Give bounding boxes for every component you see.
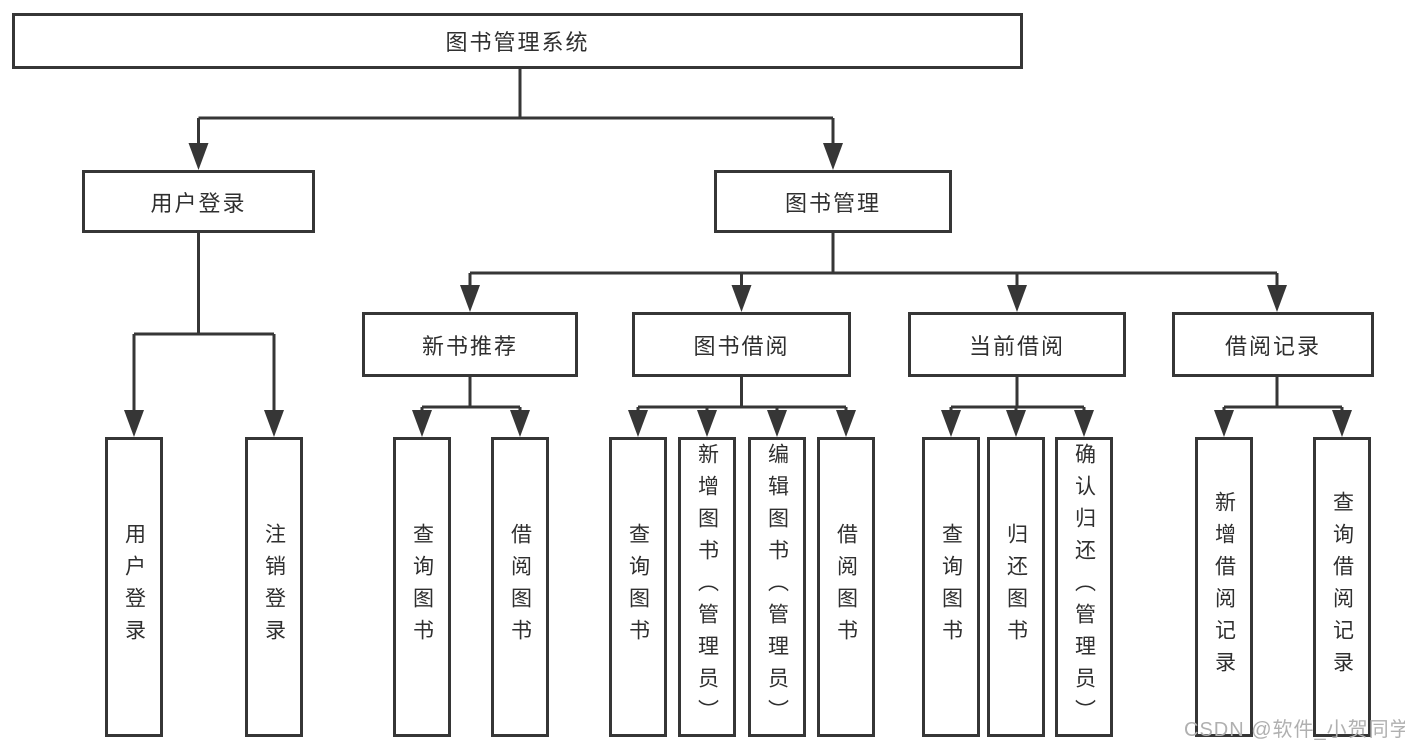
node-new-book-recommend: 新书推荐	[362, 312, 578, 377]
node-current-borrow: 当前借阅	[908, 312, 1126, 377]
node-label: 借阅图书	[834, 523, 858, 651]
node-label: 图书借阅	[693, 333, 790, 359]
node-label: 当前借阅	[968, 333, 1065, 359]
node-leaf-return-book: 归还图书	[987, 437, 1045, 737]
node-label: 归还图书	[1004, 523, 1028, 651]
node-leaf-query-borrow-record: 查询借阅记录	[1313, 437, 1371, 737]
node-leaf-query-book: 查询图书	[609, 437, 667, 737]
node-leaf-borrow-book: 借阅图书	[817, 437, 875, 737]
node-book-management: 图书管理	[714, 170, 952, 233]
node-user-login: 用户登录	[82, 170, 315, 233]
node-leaf-query-book-recommend: 查询图书	[393, 437, 451, 737]
node-label: 新书推荐	[421, 333, 518, 359]
node-label: 图书管理	[784, 190, 881, 216]
node-label: 用户登录	[122, 523, 146, 651]
node-label: 查询图书	[626, 523, 650, 651]
node-label: 借阅图书	[508, 523, 532, 651]
node-label: 新增借阅记录	[1212, 491, 1236, 683]
node-label: 用户登录	[150, 190, 247, 216]
node-label: 借阅记录	[1224, 333, 1321, 359]
node-borrow-record: 借阅记录	[1172, 312, 1374, 377]
node-leaf-logout: 注销登录	[245, 437, 303, 737]
node-book-borrow: 图书借阅	[632, 312, 851, 377]
node-leaf-confirm-return-admin: 确认归还（管理员）	[1055, 437, 1113, 737]
node-label: 查询图书	[410, 523, 434, 651]
node-label: 查询借阅记录	[1330, 491, 1354, 683]
node-leaf-add-book-admin: 新增图书（管理员）	[678, 437, 736, 737]
node-leaf-user-login: 用户登录	[105, 437, 163, 737]
node-leaf-edit-book-admin: 编辑图书（管理员）	[748, 437, 806, 737]
node-label: 编辑图书（管理员）	[765, 443, 789, 731]
node-leaf-query-current: 查询图书	[922, 437, 980, 737]
node-label: 图书管理系统	[445, 30, 590, 55]
node-leaf-borrow-book-recommend: 借阅图书	[491, 437, 549, 737]
node-label: 确认归还（管理员）	[1072, 443, 1096, 731]
node-label: 查询图书	[939, 523, 963, 651]
node-library-system: 图书管理系统	[12, 13, 1023, 69]
node-label: 新增图书（管理员）	[695, 443, 719, 731]
arrowheads	[124, 143, 1352, 437]
watermark: CSDN @软件_小贺同学	[1184, 719, 1405, 741]
node-leaf-add-borrow-record: 新增借阅记录	[1195, 437, 1253, 737]
node-label: 注销登录	[262, 523, 286, 651]
